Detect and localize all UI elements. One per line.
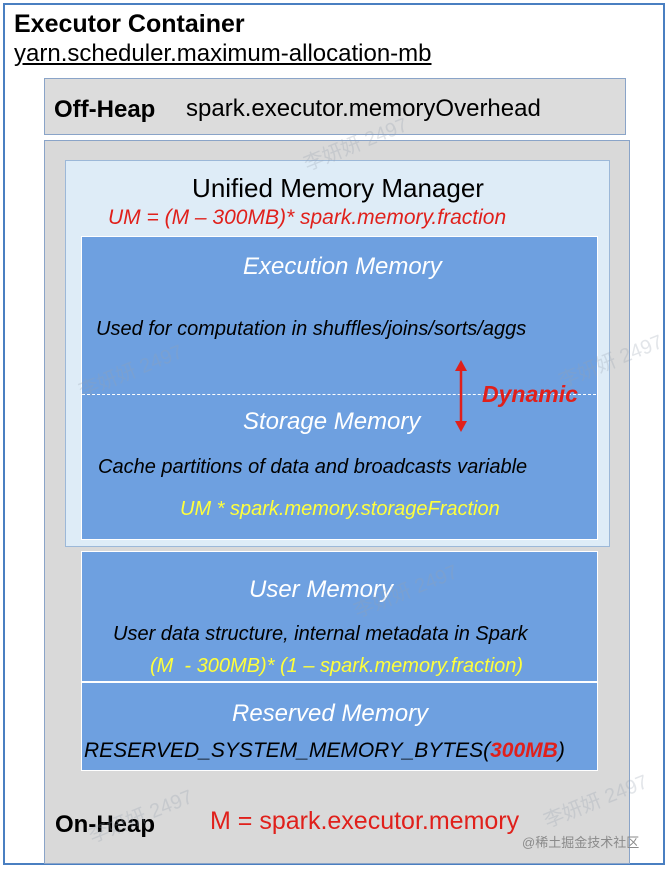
dynamic-boundary-line	[82, 394, 596, 395]
reserved-constant-value: 300MB	[490, 739, 558, 762]
user-reserved-divider	[82, 681, 597, 683]
reserved-constant-suffix: )	[557, 739, 565, 762]
execution-memory-description: Used for computation in shuffles/joins/s…	[96, 318, 527, 340]
off-heap-config: spark.executor.memoryOverhead	[186, 95, 541, 122]
storage-memory-description: Cache partitions of data and broadcasts …	[98, 456, 528, 478]
user-memory-title: User Memory	[249, 576, 394, 603]
double-arrow-icon	[455, 360, 467, 432]
watermark-credit: @稀土掘金技术社区	[522, 835, 640, 850]
reserved-memory-constant: RESERVED_SYSTEM_MEMORY_BYTES(300MB)	[84, 739, 565, 763]
on-heap-formula: M = spark.executor.memory	[210, 807, 520, 835]
on-heap-label: On-Heap	[55, 811, 156, 838]
off-heap-label: Off-Heap	[54, 96, 156, 123]
dynamic-label: Dynamic	[482, 381, 578, 407]
storage-memory-title: Storage Memory	[243, 408, 421, 435]
user-reserved-block	[81, 551, 598, 771]
reserved-constant-prefix: RESERVED_SYSTEM_MEMORY_BYTES(	[84, 739, 491, 762]
execution-storage-block	[81, 236, 598, 540]
storage-memory-formula: UM * spark.memory.storageFraction	[180, 498, 500, 520]
reserved-memory-title: Reserved Memory	[232, 700, 429, 727]
user-memory-description: User data structure, internal metadata i…	[113, 623, 528, 645]
executor-container-title: Executor Container	[14, 10, 245, 38]
user-memory-formula: (M - 300MB)* (1 – spark.memory.fraction)	[150, 655, 524, 677]
executor-container-subtitle: yarn.scheduler.maximum-allocation-mb	[14, 40, 432, 67]
unified-memory-manager-title: Unified Memory Manager	[192, 173, 484, 203]
execution-memory-title: Execution Memory	[243, 253, 442, 280]
off-heap-box	[44, 78, 626, 135]
unified-memory-formula: UM = (M – 300MB)* spark.memory.fraction	[108, 206, 507, 229]
